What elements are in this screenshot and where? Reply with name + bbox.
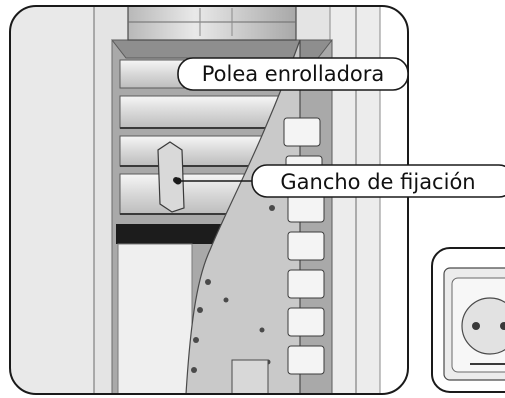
callout-pulley: Polea enrolladora — [177, 57, 409, 91]
socket-inset — [432, 248, 505, 392]
strap-slot — [116, 224, 228, 244]
housing-left-wall — [10, 6, 95, 394]
socket-outlet — [461, 297, 505, 355]
fixing-hook — [157, 141, 185, 213]
gear-disc — [185, 39, 325, 394]
callout-pulley-label: Polea enrolladora — [202, 62, 385, 86]
motor-cap — [127, 6, 297, 41]
callout-hook-label: Gancho de fijación — [280, 170, 475, 194]
callout-hook: Gancho de fijación — [174, 164, 505, 198]
main-frame — [9, 5, 409, 395]
socket-inset-frame — [431, 247, 505, 393]
strap — [117, 243, 193, 394]
